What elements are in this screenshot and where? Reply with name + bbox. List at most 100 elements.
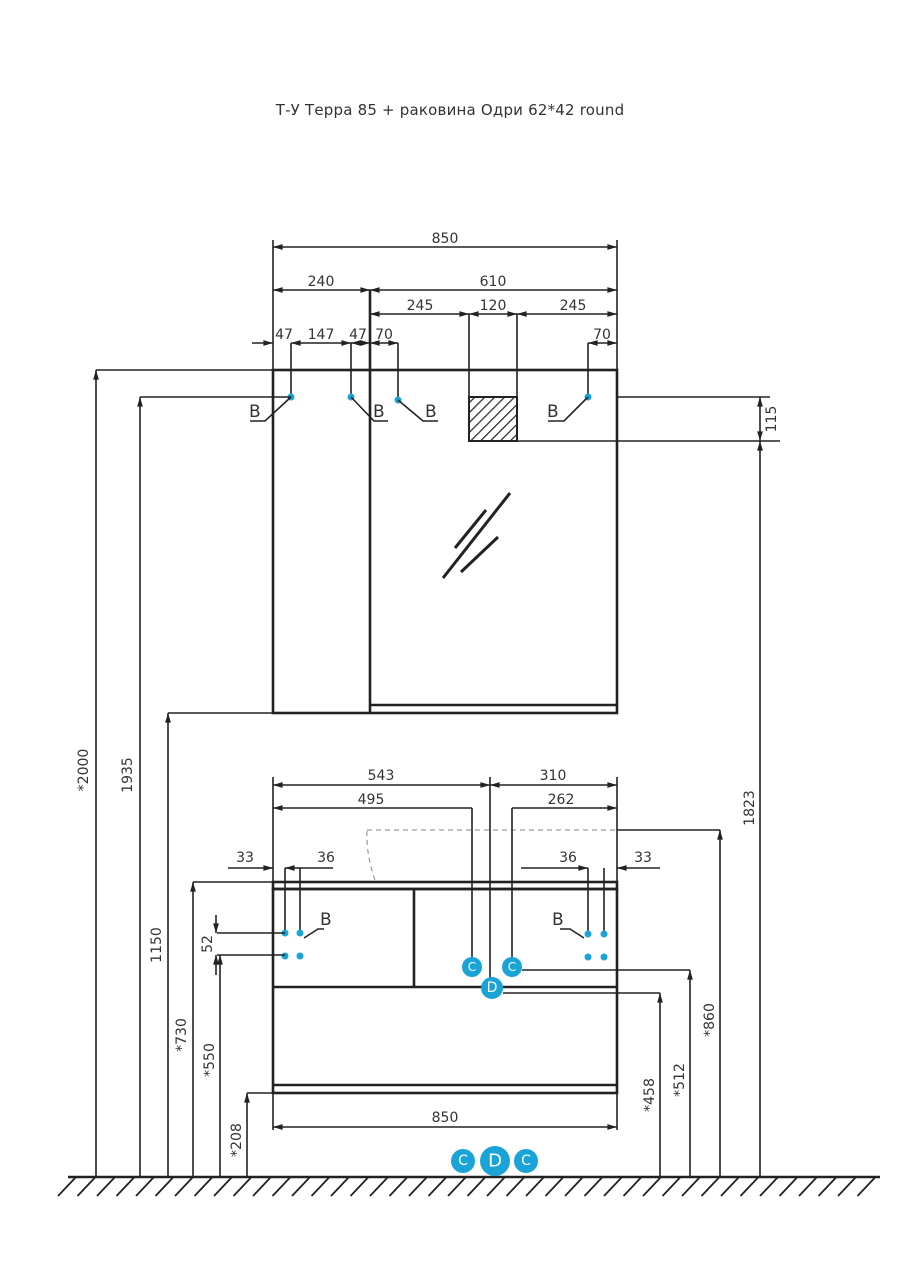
- floor-hatch: [388, 1176, 409, 1197]
- dim-70-right: 70: [593, 327, 611, 343]
- floor-hatch: [778, 1176, 799, 1197]
- floor-hatch: [447, 1176, 467, 1197]
- dim-147: 147: [308, 327, 335, 343]
- floor-hatch: [720, 1176, 740, 1197]
- dim-730: *730: [174, 1018, 190, 1052]
- floor-hatch: [154, 1176, 175, 1197]
- mirror-cabinet: 850 240 610 245 120 245 47 147 47 70 70 …: [249, 231, 780, 715]
- dim-850-top: 850: [432, 231, 459, 247]
- floor-hatch: [622, 1176, 643, 1197]
- dim-1823: 1823: [742, 790, 758, 826]
- dim-36-right: 36: [559, 850, 577, 866]
- marker-b: B: [373, 402, 385, 422]
- dim-120: 120: [480, 298, 507, 314]
- floor-hatch: [57, 1176, 77, 1197]
- legend-d: D: [480, 1146, 510, 1176]
- floor-hatch: [700, 1176, 721, 1197]
- mirror-glare-icon: [441, 492, 512, 579]
- svg-text:C: C: [458, 1153, 468, 1169]
- connector-d: D: [481, 977, 503, 999]
- floor-hatch: [408, 1176, 428, 1197]
- floor-hatch: [486, 1176, 506, 1197]
- dim-115: 115: [764, 406, 780, 433]
- dim-550: *550: [202, 1043, 218, 1077]
- floor-hatch: [174, 1176, 194, 1197]
- dim-47-left: 47: [275, 327, 293, 343]
- floor-hatch: [583, 1176, 604, 1197]
- floor-hatch: [271, 1176, 292, 1197]
- svg-text:D: D: [487, 980, 498, 996]
- floor-hatch: [330, 1176, 350, 1197]
- marker-b: B: [547, 402, 559, 422]
- dim-2000: *2000: [76, 749, 92, 792]
- dim-240: 240: [308, 274, 335, 290]
- svg-text:C: C: [508, 960, 516, 974]
- dim-1935: 1935: [120, 757, 136, 793]
- dim-262: 262: [548, 792, 575, 808]
- svg-text:D: D: [488, 1151, 502, 1172]
- legend-c-left: C: [451, 1149, 475, 1173]
- floor-hatch: [525, 1176, 545, 1197]
- floor-hatch: [291, 1176, 311, 1197]
- floor-hatch: [739, 1176, 760, 1197]
- dim-33-right: 33: [634, 850, 652, 866]
- floor-hatch: [466, 1176, 487, 1197]
- dim-245-left: 245: [407, 298, 434, 314]
- floor-hatch: [349, 1176, 370, 1197]
- floor-line: [57, 1175, 880, 1197]
- svg-text:C: C: [521, 1153, 531, 1169]
- floor-hatch: [681, 1176, 701, 1197]
- dim-495: 495: [358, 792, 385, 808]
- connector-legend: C D C: [451, 1146, 538, 1176]
- dim-52: 52: [200, 935, 216, 953]
- connector-c-right: C: [502, 957, 522, 977]
- floor-hatch: [310, 1176, 331, 1197]
- floor-hatch: [544, 1176, 565, 1197]
- floor-hatch: [798, 1176, 818, 1197]
- marker-b: B: [552, 910, 564, 930]
- floor-hatch: [642, 1176, 662, 1197]
- connector-c-left: C: [462, 957, 482, 977]
- vanity-unit: 543 310 495 262 33 36 36 33 B B 52: [200, 768, 660, 1130]
- floor-hatch: [232, 1176, 253, 1197]
- dim-245-right: 245: [560, 298, 587, 314]
- legend-c-right: C: [514, 1149, 538, 1173]
- dim-458: *458: [642, 1078, 658, 1112]
- dim-860: *860: [702, 1003, 718, 1037]
- floor-hatch: [817, 1176, 838, 1197]
- dim-543: 543: [368, 768, 395, 784]
- dim-36-left: 36: [317, 850, 335, 866]
- drawing-title: Т-У Терра 85 + раковина Одри 62*42 round: [275, 101, 625, 119]
- dim-33-left: 33: [236, 850, 254, 866]
- floor-hatch: [837, 1176, 857, 1197]
- floor-hatch: [505, 1176, 526, 1197]
- floor-hatch: [213, 1176, 233, 1197]
- height-dimensions: *2000 1935 1150 1823 *730 *550 *208 *458…: [76, 369, 763, 1177]
- floor-hatch: [96, 1176, 116, 1197]
- floor-hatch: [427, 1176, 448, 1197]
- dim-850-bottom: 850: [432, 1110, 459, 1126]
- dim-208: *208: [229, 1123, 245, 1157]
- marker-b: B: [249, 402, 261, 422]
- floor-hatch: [135, 1176, 155, 1197]
- dim-1150: 1150: [149, 927, 165, 963]
- shelf-hatch: [468, 396, 518, 442]
- floor-hatch: [252, 1176, 272, 1197]
- floor-hatch: [76, 1176, 97, 1197]
- floor-hatch: [564, 1176, 584, 1197]
- floor-hatch: [603, 1176, 623, 1197]
- marker-b: B: [320, 910, 332, 930]
- floor-hatch: [369, 1176, 389, 1197]
- dim-47-right: 47: [349, 327, 367, 343]
- floor-hatch: [193, 1176, 214, 1197]
- marker-b: B: [425, 402, 437, 422]
- sink-outline: [366, 829, 618, 882]
- dim-70-left: 70: [375, 327, 393, 343]
- floor-hatch: [115, 1176, 136, 1197]
- dim-512: *512: [672, 1063, 688, 1097]
- floor-hatch: [661, 1176, 682, 1197]
- dim-310: 310: [540, 768, 567, 784]
- dim-610: 610: [480, 274, 507, 290]
- svg-text:C: C: [468, 960, 476, 974]
